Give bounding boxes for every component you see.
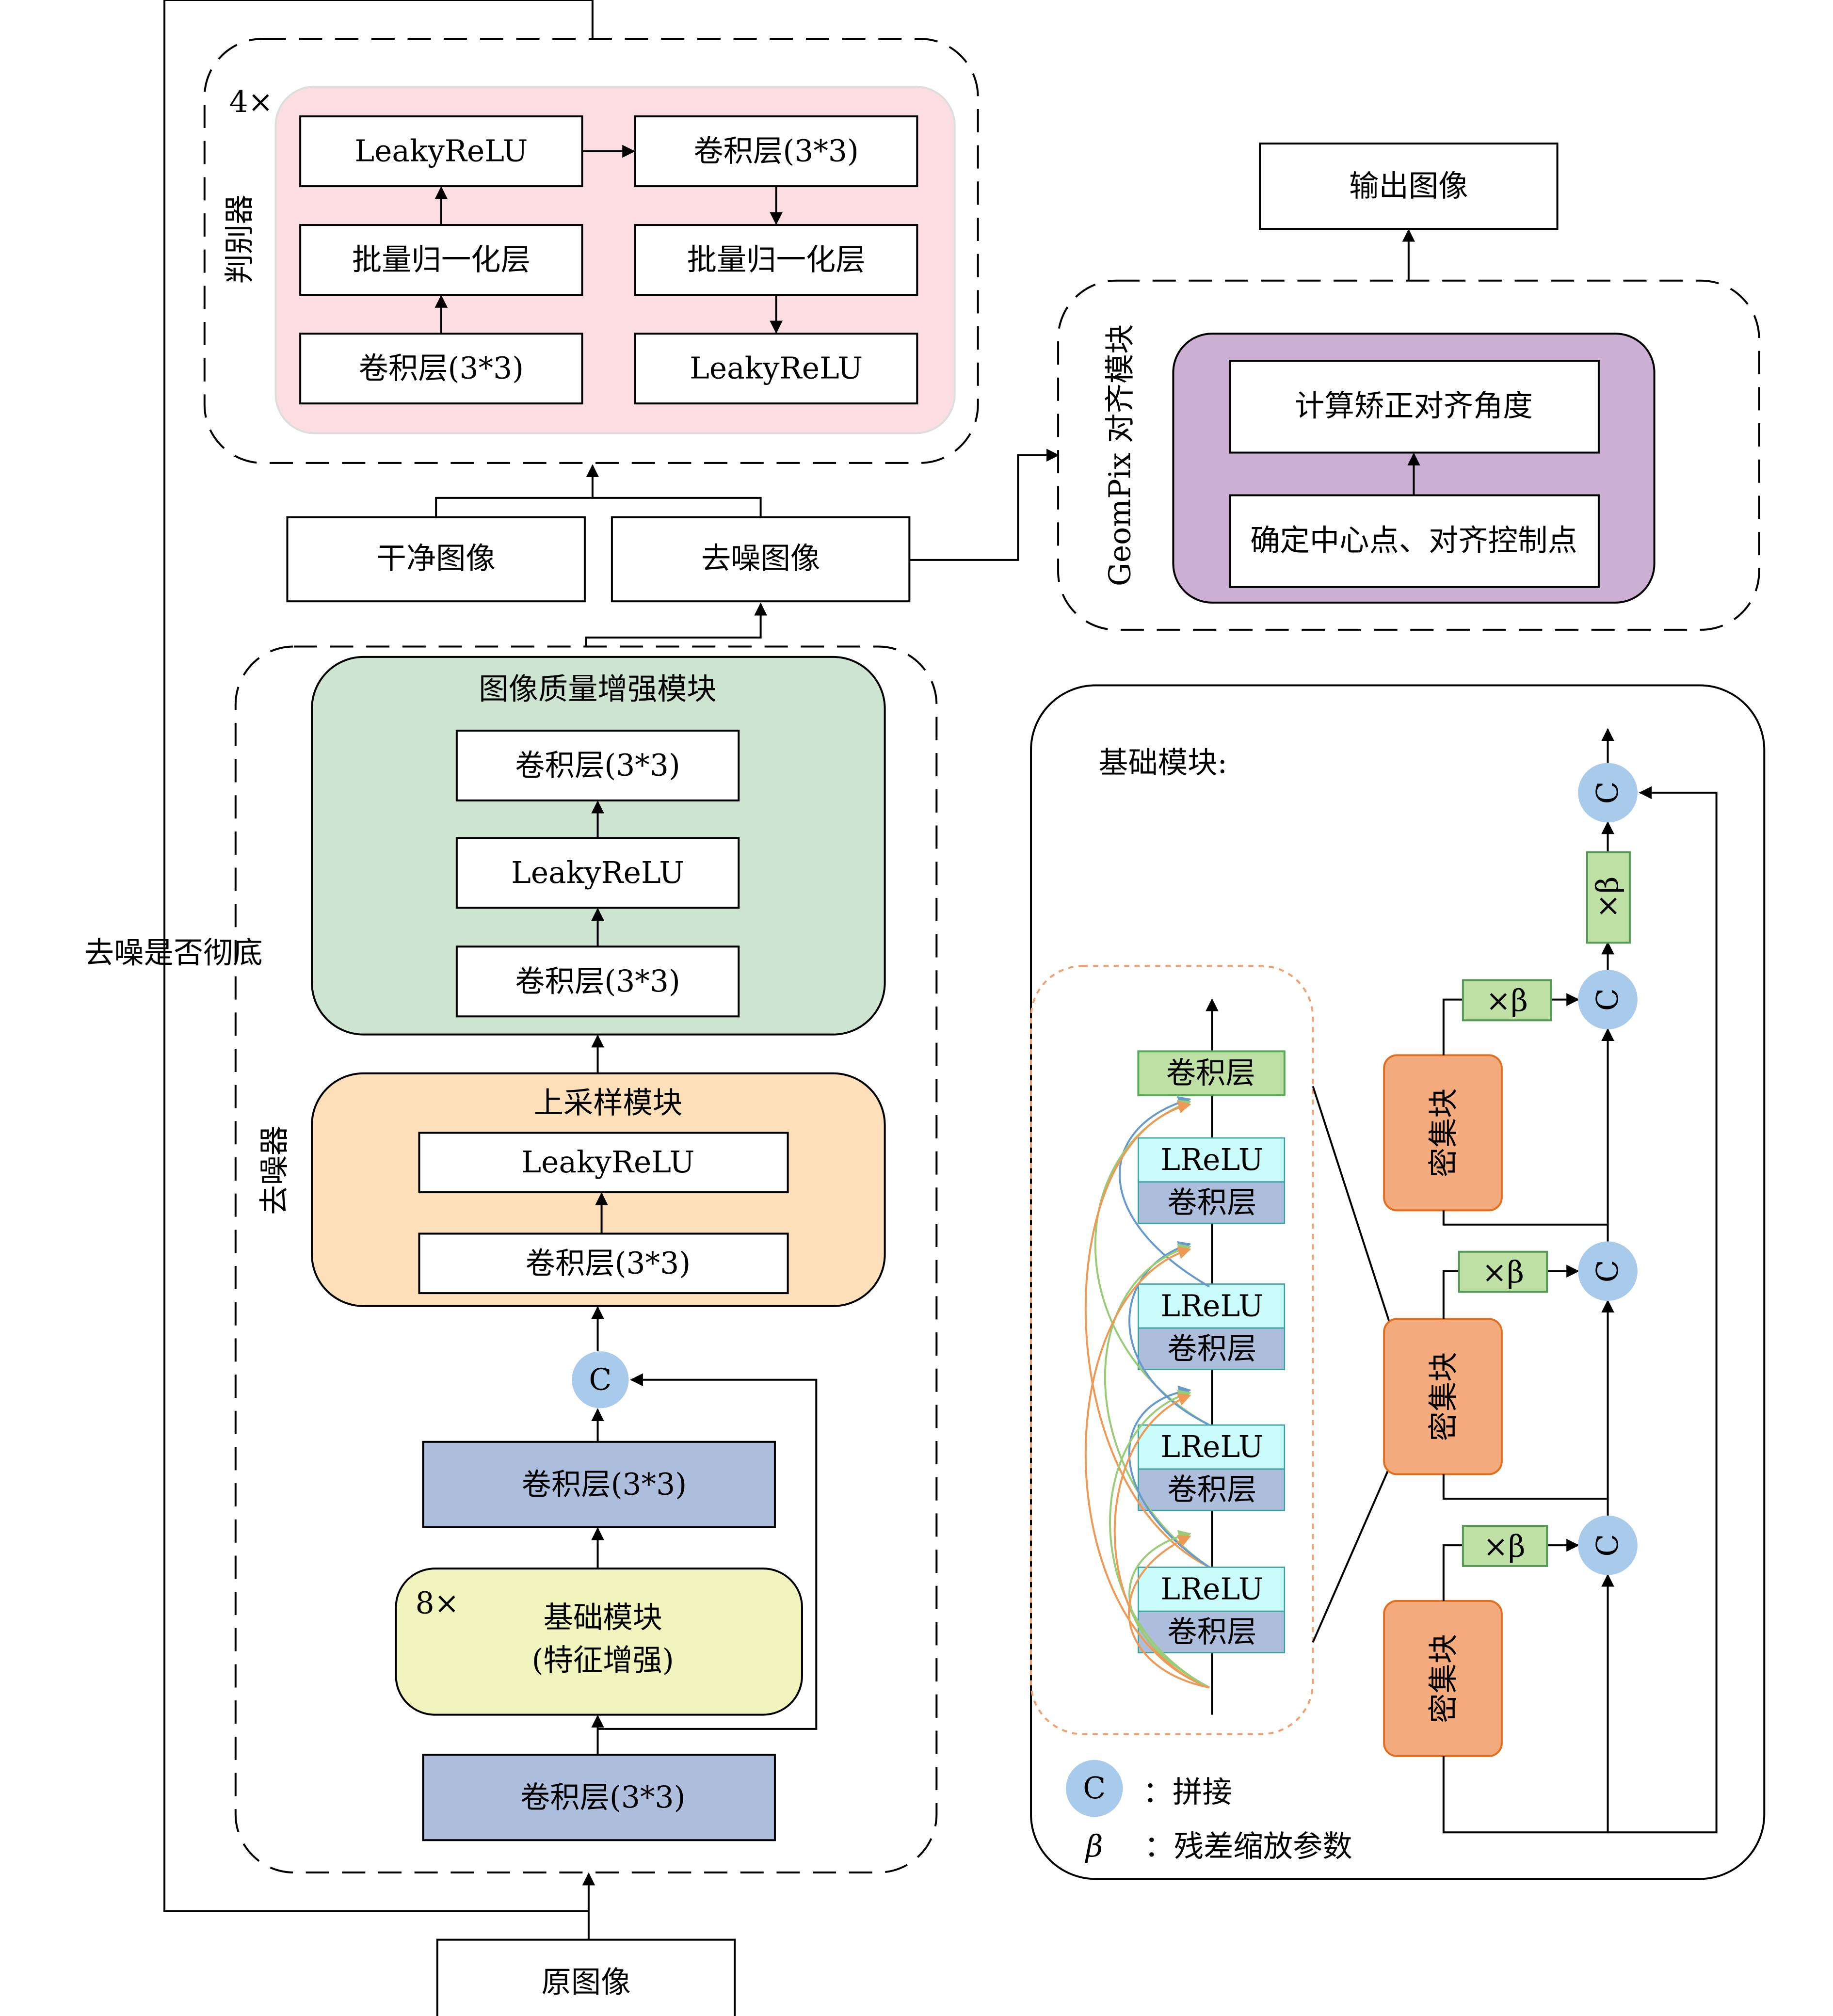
denoised-image-text: 去噪图像 bbox=[701, 542, 820, 576]
denoised-image-box bbox=[611, 516, 911, 603]
dense-block-mid-text: 密集块 bbox=[1426, 1352, 1461, 1441]
upsample-lrelu-text: LeakyReLU bbox=[521, 1145, 694, 1180]
upsample-conv-box bbox=[418, 1232, 789, 1295]
upsample-conv-text: 卷积层(3*3) bbox=[526, 1246, 691, 1280]
dense-unit-lrelu-text: LReLU bbox=[1160, 1143, 1263, 1177]
denoiser-concat-circle bbox=[572, 1351, 629, 1408]
concat-bot-text: C bbox=[1591, 1534, 1625, 1557]
concat-top-text: C bbox=[1591, 988, 1625, 1011]
dense-unit-lrelu-text: LReLU bbox=[1160, 1572, 1263, 1606]
disc-right-bot-text: LeakyReLU bbox=[690, 352, 863, 386]
concat-mid-text: C bbox=[1591, 1260, 1625, 1282]
dense-unit-conv-text: 卷积层 bbox=[1167, 1331, 1256, 1366]
disc-left-mid-text: 批量归一化层 bbox=[352, 243, 531, 277]
dense-skip-arrow bbox=[1128, 1535, 1210, 1689]
output-image-text: 输出图像 bbox=[1349, 169, 1468, 204]
disc-right-box-top bbox=[634, 115, 918, 188]
dense-top-conv-box bbox=[1137, 1050, 1286, 1097]
beta-bot-text: ×β bbox=[1483, 1529, 1526, 1564]
disc-right-mid-text: 批量归一化层 bbox=[687, 243, 866, 277]
beta-top-text: ×β bbox=[1486, 984, 1528, 1018]
dense-unit-lrelu-box bbox=[1138, 1137, 1286, 1183]
disc-right-box-mid bbox=[634, 224, 918, 296]
legend-concat-symbol: C bbox=[1083, 1771, 1106, 1806]
denoise-check-label: 去噪是否彻底 bbox=[84, 936, 263, 970]
basic-block-panel bbox=[1030, 684, 1766, 1880]
dense-unit-conv-text: 卷积层 bbox=[1167, 1472, 1256, 1507]
dense-unit-conv-text: 卷积层 bbox=[1167, 1615, 1256, 1649]
beta-box-vertical bbox=[1586, 851, 1631, 944]
dense-skip-arrow bbox=[1113, 1393, 1210, 1689]
dense-skip-arrow bbox=[1084, 1101, 1210, 1568]
enhance-title: 图像质量增强模块 bbox=[479, 672, 717, 706]
basic-title: 基础模块 bbox=[544, 1600, 662, 1635]
discriminator-group bbox=[203, 38, 979, 464]
dense-unit-conv-text: 卷积层 bbox=[1167, 1185, 1256, 1220]
dense-unit-lrelu-box bbox=[1138, 1567, 1286, 1612]
disc-right-box-bot bbox=[634, 333, 918, 405]
legend-concat-text: ：拼接 bbox=[1143, 1775, 1232, 1809]
dense-skip-arrow bbox=[1104, 1243, 1210, 1568]
dense-top-conv-text: 卷积层 bbox=[1166, 1056, 1255, 1090]
concat-final-text: C bbox=[1591, 781, 1625, 804]
dense-skip-arrow bbox=[1109, 1390, 1210, 1689]
enhance-lrelu-text: LeakyReLU bbox=[511, 856, 684, 890]
dense-skip-arrow bbox=[1084, 1246, 1210, 1689]
upsample-lrelu-box bbox=[418, 1132, 789, 1194]
enhance-conv-bot-text: 卷积层(3*3) bbox=[515, 964, 680, 999]
denoiser-conv-top-text: 卷积层(3*3) bbox=[522, 1467, 687, 1502]
input-image-text: 原图像 bbox=[542, 1965, 631, 2000]
dense-unit-lrelu-text: LReLU bbox=[1160, 1289, 1263, 1323]
basic-repeat-label: 8× bbox=[416, 1586, 459, 1621]
disc-left-box-bot bbox=[299, 333, 583, 405]
disc-left-bot-text: 卷积层(3*3) bbox=[359, 352, 524, 386]
output-image-box bbox=[1259, 143, 1559, 230]
enhance-conv-top-box bbox=[455, 729, 740, 801]
dense-unit-lrelu-text: LReLU bbox=[1160, 1430, 1263, 1464]
upsample-title: 上采样模块 bbox=[534, 1086, 683, 1120]
dense-block-top-text: 密集块 bbox=[1426, 1088, 1461, 1177]
beta-vertical-text: ×β bbox=[1591, 877, 1625, 919]
denoiser-conv-bottom-text: 卷积层(3*3) bbox=[520, 1780, 686, 1815]
basic-sub: (特征增强) bbox=[532, 1643, 674, 1678]
geompix-step-bottom-text: 确定中心点、对齐控制点 bbox=[1250, 523, 1577, 558]
concat-circle-final bbox=[1578, 763, 1638, 823]
legend-beta-text: ：残差缩放参数 bbox=[1144, 1829, 1352, 1864]
legend-concat-circle bbox=[1066, 1760, 1123, 1817]
beta-box-top bbox=[1462, 979, 1552, 1022]
legend-beta-symbol: β bbox=[1085, 1829, 1103, 1864]
input-image-box bbox=[436, 1938, 736, 2016]
beta-mid-text: ×β bbox=[1482, 1255, 1524, 1290]
disc-left-box-top bbox=[299, 115, 583, 188]
denoiser-label: 去噪器 bbox=[257, 1126, 291, 1215]
concat-circle-top bbox=[1578, 970, 1638, 1030]
geompix-step-top-box bbox=[1229, 360, 1600, 454]
concat-circle-bot bbox=[1578, 1515, 1638, 1575]
beta-box-mid bbox=[1458, 1250, 1548, 1293]
concat-circle-mid bbox=[1578, 1241, 1638, 1301]
denoiser-concat-text: C bbox=[589, 1362, 611, 1397]
geompix-step-top-text: 计算矫正对齐角度 bbox=[1295, 389, 1533, 423]
geompix-step-bottom-box bbox=[1229, 494, 1600, 588]
dense-skip-arrow bbox=[1128, 1530, 1210, 1689]
dense-unit-conv-box bbox=[1138, 1327, 1286, 1370]
geompix-label: GeomPix 对齐模块 bbox=[1103, 324, 1138, 586]
clean-image-box bbox=[286, 516, 586, 603]
disc-left-top-text: LeakyReLU bbox=[354, 134, 528, 169]
dense-block-bot-text: 密集块 bbox=[1426, 1634, 1461, 1723]
denoiser-conv-bottom-box bbox=[422, 1754, 776, 1841]
dense-block-detail-outline bbox=[1030, 965, 1314, 1735]
enhance-conv-top-text: 卷积层(3*3) bbox=[515, 748, 680, 783]
disc-repeat-label: 4× bbox=[229, 85, 273, 119]
clean-image-text: 干净图像 bbox=[377, 542, 496, 576]
disc-left-box-mid bbox=[299, 224, 583, 296]
discriminator-label: 判别器 bbox=[222, 194, 257, 284]
dense-unit-conv-box bbox=[1138, 1181, 1286, 1224]
basic-block-title: 基础模块: bbox=[1098, 746, 1227, 780]
disc-right-top-text: 卷积层(3*3) bbox=[693, 134, 859, 169]
beta-box-bot bbox=[1462, 1525, 1548, 1567]
